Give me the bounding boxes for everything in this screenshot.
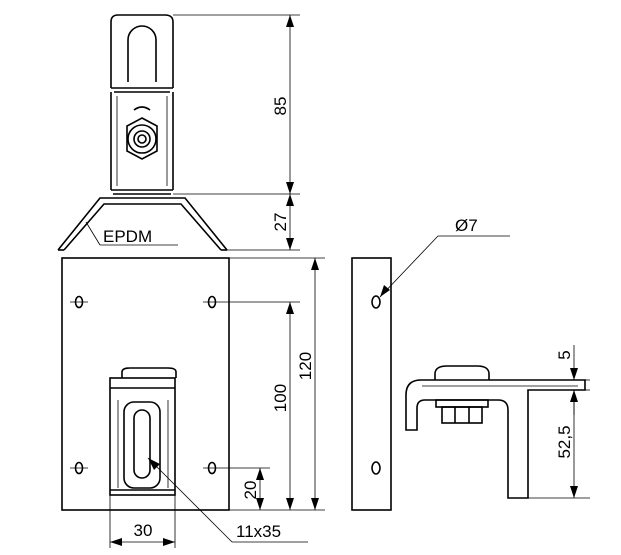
dim-20: 20 xyxy=(241,481,260,500)
side-bolt xyxy=(435,399,489,424)
upright-tab xyxy=(110,14,174,88)
top-bolt-nut xyxy=(126,106,158,160)
top-view: EPDM 85 27 xyxy=(57,14,300,251)
side-view: Ø7 5 52,5 xyxy=(351,216,590,511)
bracket-slot-outline xyxy=(123,401,161,489)
mounting-holes xyxy=(70,295,221,475)
slide-bracket xyxy=(109,377,176,496)
base-plate xyxy=(61,257,230,511)
bracket-slot xyxy=(133,409,151,479)
dim-diameter-7: Ø7 xyxy=(455,216,478,235)
epdm-saddle-outer xyxy=(57,197,228,251)
side-plate xyxy=(351,257,392,511)
dim-85: 85 xyxy=(271,97,290,116)
dim-30: 30 xyxy=(134,521,153,540)
dim-100: 100 xyxy=(271,384,290,412)
dim-52-5: 52,5 xyxy=(555,425,574,458)
dim-120: 120 xyxy=(296,352,315,380)
epdm-label: EPDM xyxy=(103,227,152,246)
z-bracket xyxy=(405,379,586,499)
dim-11x35: 11x35 xyxy=(236,522,281,541)
front-view: 120 100 20 30 11x35 xyxy=(61,257,325,548)
dim-5: 5 xyxy=(555,350,574,359)
epdm-saddle-inner xyxy=(63,203,222,251)
dim-27: 27 xyxy=(271,213,290,232)
upright-slot xyxy=(127,25,157,82)
